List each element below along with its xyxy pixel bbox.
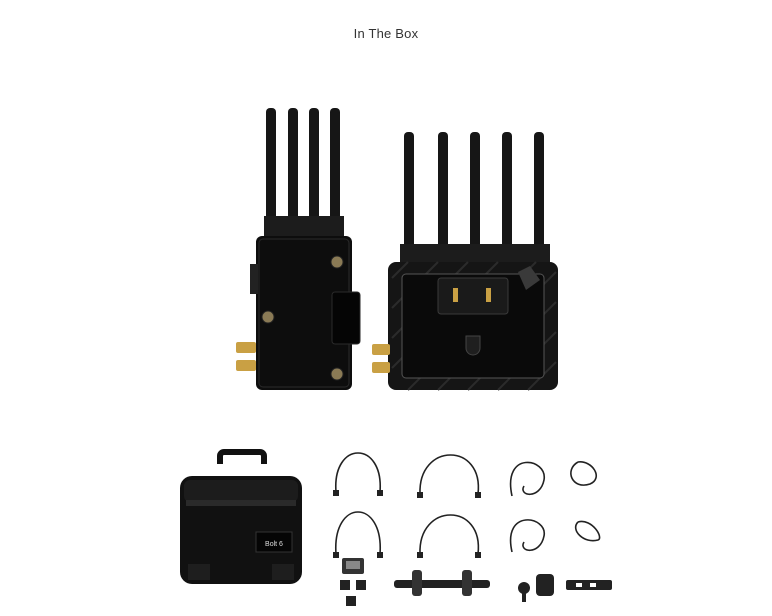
- carrying-case: Bolt 6: [180, 449, 302, 584]
- transmitter-antennas: [264, 108, 344, 240]
- section-title: In The Box: [353, 26, 419, 41]
- receiver-antennas: [400, 132, 550, 264]
- receiver-device-image: [372, 132, 558, 391]
- transmitter-body: [256, 236, 352, 390]
- transmitter-device-image: [236, 108, 361, 390]
- bnc-connectors: [236, 342, 256, 371]
- case-label: Bolt 6: [265, 541, 283, 548]
- bnc-connectors: [372, 344, 390, 373]
- cables: [335, 452, 601, 555]
- accessory-kit-image: Bolt 6: [180, 449, 612, 606]
- mounting-hardware: [340, 558, 612, 606]
